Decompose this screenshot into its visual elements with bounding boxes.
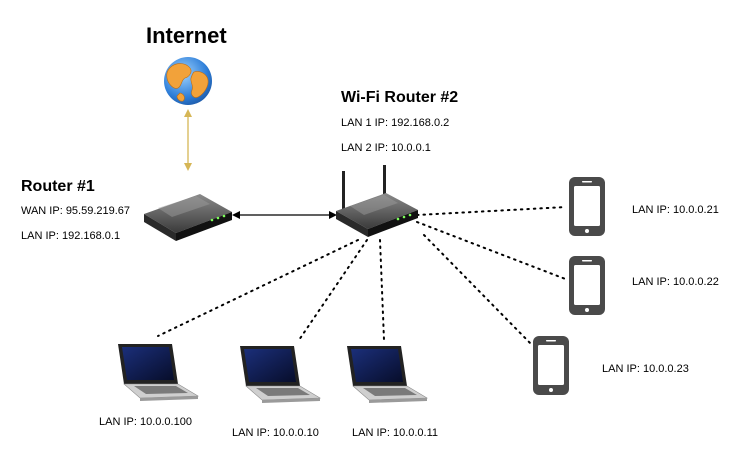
wifi-links: [157, 206, 569, 346]
wifi-link-laptop-1: [157, 239, 359, 337]
wifi-link-phone-3: [423, 234, 533, 346]
router-2-lan2-ip: LAN 2 IP: 10.0.0.1: [341, 142, 431, 154]
router-1-title: Router #1: [21, 178, 95, 195]
internet-label: Internet: [146, 23, 227, 48]
phone-1-icon: [569, 177, 605, 236]
laptop-3-lan-ip: LAN IP: 10.0.0.11: [352, 427, 439, 439]
router-1-wan-ip: WAN IP: 95.59.219.67: [21, 205, 131, 217]
laptop-2-icon: [240, 346, 322, 403]
laptop-3-icon: [347, 346, 429, 403]
wifi-link-phone-2: [416, 221, 569, 281]
router-2-title: Wi-Fi Router #2: [341, 89, 459, 106]
phone-3-lan-ip: LAN IP: 10.0.0.23: [602, 363, 689, 375]
phone-2-icon: [569, 256, 605, 315]
router-1-lan-ip: LAN IP: 192.168.0.1: [21, 230, 121, 242]
wifi-link-phone-1: [416, 206, 567, 216]
router-2-lan1-ip: LAN 1 IP: 192.168.0.2: [341, 117, 450, 129]
phone-3-icon: [533, 336, 569, 395]
laptop-1-icon: [118, 344, 200, 401]
laptop-2-lan-ip: LAN IP: 10.0.0.10: [232, 427, 319, 439]
wifi-link-laptop-2: [298, 239, 368, 341]
wifi-router-2-icon: [336, 165, 418, 237]
phone-2-lan-ip: LAN IP: 10.0.0.22: [632, 276, 719, 288]
wifi-link-laptop-3: [379, 239, 385, 341]
laptop-1-lan-ip: LAN IP: 10.0.0.100: [99, 416, 192, 428]
router-1-icon: [144, 194, 232, 241]
internet-globe-icon: [164, 57, 212, 105]
phone-1-lan-ip: LAN IP: 10.0.0.21: [632, 204, 719, 216]
